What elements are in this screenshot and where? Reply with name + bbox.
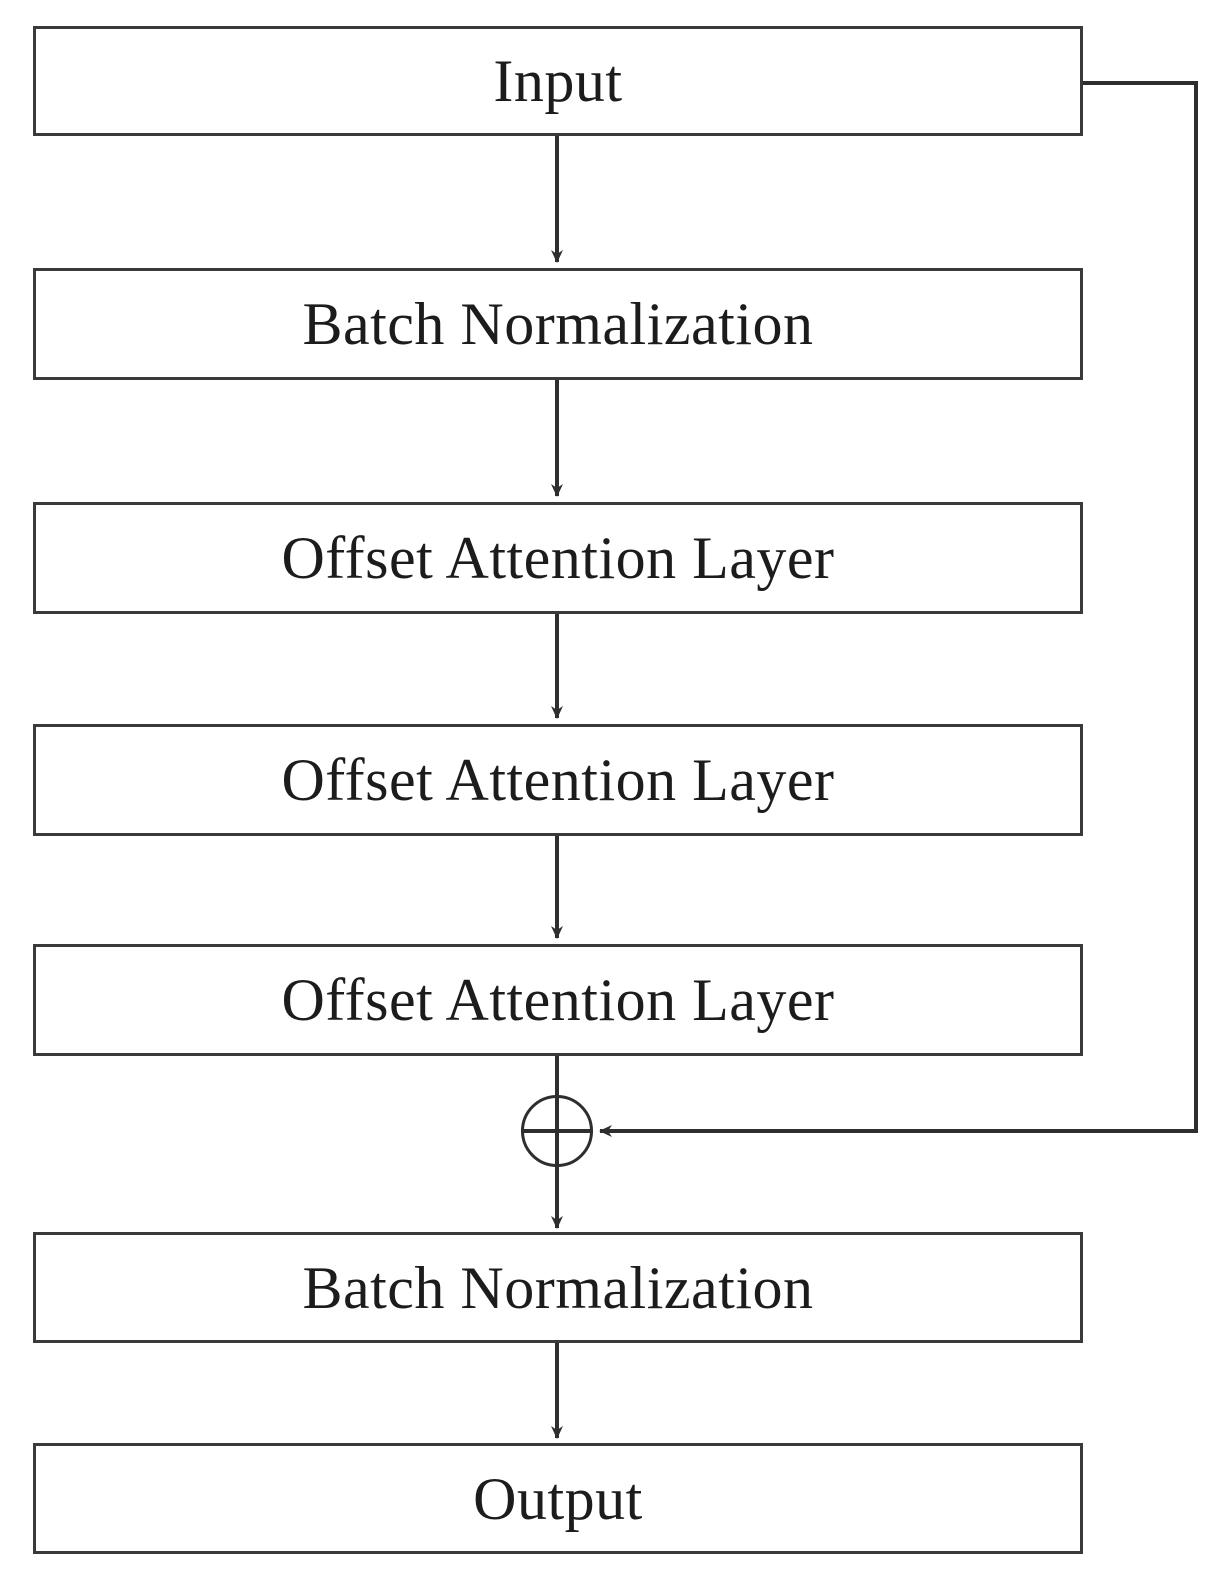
node-batch-normalization-2-label: Batch Normalization (302, 1254, 814, 1321)
node-batch-normalization-2[interactable]: Batch Normalization (33, 1232, 1083, 1343)
node-offset-attention-layer-3-label: Offset Attention Layer (281, 967, 835, 1033)
node-batch-normalization-1-label: Batch Normalization (302, 291, 814, 357)
node-offset-attention-layer-2-label: Offset Attention Layer (281, 747, 835, 813)
node-output-label: Output (473, 1465, 643, 1532)
residual-add-circle-icon (521, 1095, 593, 1167)
node-offset-attention-layer-2[interactable]: Offset Attention Layer (33, 724, 1083, 836)
node-batch-normalization-1[interactable]: Batch Normalization (33, 268, 1083, 380)
node-input-label: Input (493, 48, 623, 114)
node-offset-attention-layer-1-label: Offset Attention Layer (281, 525, 835, 591)
node-input[interactable]: Input (33, 26, 1083, 136)
node-offset-attention-layer-3[interactable]: Offset Attention Layer (33, 944, 1083, 1056)
node-output[interactable]: Output (33, 1443, 1083, 1554)
node-offset-attention-layer-1[interactable]: Offset Attention Layer (33, 502, 1083, 614)
